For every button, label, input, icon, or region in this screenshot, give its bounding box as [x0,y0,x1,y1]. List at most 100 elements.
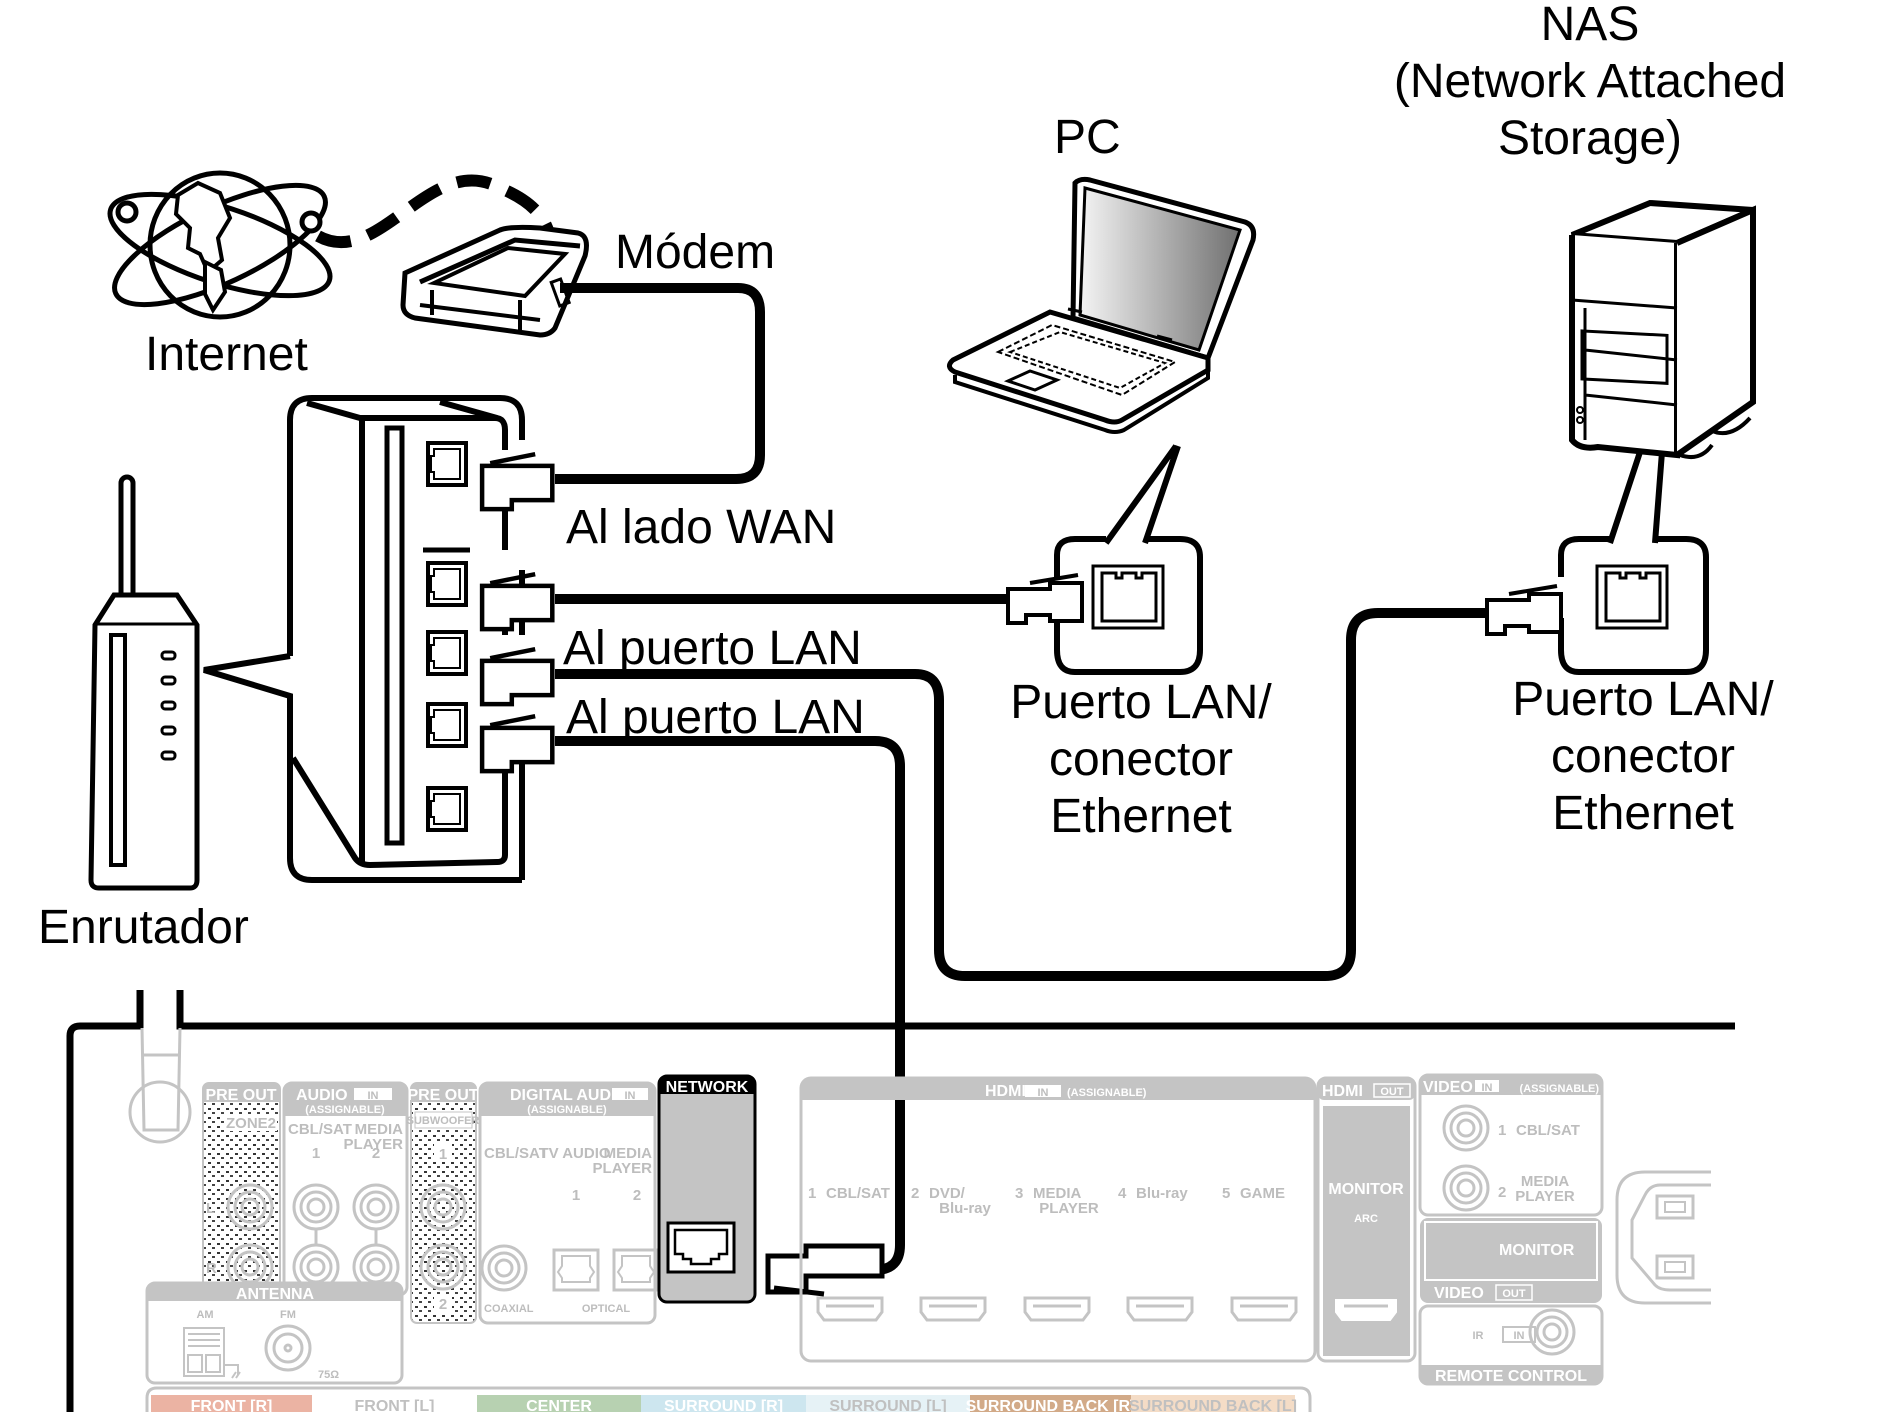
hdmi-input-number: 4 [1118,1185,1127,1202]
subwoofer-1-label: 1 [439,1146,447,1163]
am-label: AM [196,1309,213,1321]
hdmi-input-label: DVD/ [929,1185,966,1202]
audio-in-badge: IN [368,1090,379,1102]
coaxial-jack-icon [480,1244,528,1292]
audio-player-label: PLAYER [344,1136,404,1153]
nas-server-icon [1569,199,1756,459]
speaker-terminal-label: FRONT [L] [312,1395,477,1412]
lan-port-label-2: Al puerto LAN [566,691,865,744]
hdmi-input-label: GAME [1240,1185,1285,1202]
router-lan-port-icon [426,702,468,748]
hdmi-port-icon [919,1296,987,1322]
subwoofer-pre-out-label: PRE OUT [407,1087,478,1104]
audio-in-block: AUDIO IN (ASSIGNABLE) CBL/SAT MEDIA PLAY… [282,1081,409,1297]
audio-label: AUDIO [296,1087,348,1104]
antenna-label: ANTENNA [236,1286,315,1303]
digital-audio-in-block: DIGITAL AUDIO IN (ASSIGNABLE) CBL/SAT TV… [478,1081,660,1325]
coaxial-label: COAXIAL [484,1303,534,1315]
hdmi-input-number: 3 [1015,1185,1023,1202]
digital-cblsat-label: CBL/SAT [484,1145,548,1162]
pc-port-label-line1: Puerto LAN/ [1010,676,1272,729]
hdmi-input-number: 2 [911,1185,919,1202]
zone2-l-label: L [206,1200,215,1217]
audio-cblsat-label: CBL/SAT [288,1121,352,1138]
router-label: Enrutador [38,901,249,954]
hdmi-in-label: HDMI [985,1083,1026,1100]
rj45-plug-icon [479,713,555,774]
pre-out-subwoofer-block: PRE OUT SUBWOOFER 1 2 [407,1082,480,1324]
pre-out-zone2-block: PRE OUT ZONE2 L R [202,1082,281,1296]
router-icon [88,474,200,891]
rca-jack-icon [292,1183,340,1231]
rj45-plug-icon [1485,584,1563,636]
svg-text:SURROUND [L]: SURROUND [L] [829,1398,946,1412]
video-in-2-num: 2 [1498,1184,1506,1201]
router-lan-port-icon [426,630,468,676]
nas-label-line3: Storage) [1498,112,1682,165]
receiver-rear-panel: PRE OUT ZONE2 L R AUDIO IN (ASSIGNABLE) … [66,990,1735,1412]
video-out-block: MONITOR VIDEO OUT [1420,1218,1602,1303]
fm-ohm-label: 75Ω [318,1369,339,1381]
network-ethernet-port-icon[interactable] [673,1228,729,1266]
network-block[interactable]: NETWORK [657,1074,757,1304]
speaker-terminal-label: FRONT [R] [151,1395,312,1412]
router-ports [426,441,468,832]
digital-tvaudio-label: TV AUDIO [539,1145,610,1162]
nas-port-label-line3: Ethernet [1552,787,1733,840]
pc-port-label-line3: Ethernet [1050,790,1231,843]
pre-out-label: PRE OUT [205,1087,276,1104]
speaker-terminal-label: SURROUND BACK [L] [1129,1395,1297,1412]
internet-globe-icon [107,170,333,320]
pc-port-callout [1054,536,1203,675]
remote-control-label: REMOTE CONTROL [1435,1368,1587,1385]
subwoofer-label: SUBWOOFER [407,1115,480,1127]
hdmi-out-badge: OUT [1380,1086,1404,1098]
speaker-terminal-label: SURROUND [L] [806,1395,970,1412]
rca-jack-icon [419,1183,467,1231]
optical-port-icon [612,1248,660,1292]
wan-cable [555,283,765,484]
rca-jack-icon [352,1183,400,1231]
lan-cable-nas [555,608,1490,981]
nas-port-label-line1: Puerto LAN/ [1512,673,1774,726]
rj45-plug-icon [765,1243,885,1297]
video-in-badge: IN [1482,1082,1493,1094]
pc-port-label-line2: conector [1049,733,1233,786]
svg-text:FRONT [R]: FRONT [R] [191,1398,273,1412]
wan-side-label: Al lado WAN [566,501,836,554]
internet-label: Internet [145,328,308,381]
pc-callout-pointer [1103,444,1181,545]
svg-text:CENTER: CENTER [526,1398,592,1412]
ac-inlet-icon [1615,1170,1711,1305]
digital-media-label: MEDIA [604,1145,653,1162]
hdmi-input-label-line2: Blu-ray [939,1200,991,1217]
rj45-plug-icon [479,451,555,512]
audio-input-2-num: 2 [372,1145,380,1162]
rj45-plug-icon [479,571,555,632]
svg-text:FRONT [L]: FRONT [L] [355,1398,435,1412]
hdmi-input-label: CBL/SAT [826,1185,890,1202]
hdmi-assignable-label: (ASSIGNABLE) [1067,1087,1147,1099]
zone2-label: ZONE2 [226,1115,276,1132]
router-lan-port-icon [426,561,468,607]
nas-port-label-line2: conector [1551,730,1735,783]
lan-port-label-1: Al puerto LAN [563,622,862,675]
hdmi-out-block: HDMI OUT MONITOR ARC [1316,1076,1417,1363]
subwoofer-2-label: 2 [439,1296,447,1313]
hdmi-in-badge: IN [1038,1087,1049,1099]
hdmi-monitor-label: MONITOR [1328,1181,1404,1198]
antenna-block: ANTENNA AM FM 75Ω [145,1281,404,1385]
ir-in-badge: IN [1514,1330,1525,1342]
hdmi-arc-label: ARC [1354,1213,1378,1225]
nas-callout-pointer [1607,451,1665,544]
speaker-terminal-label: CENTER [477,1395,641,1412]
hdmi-port-icon [1230,1296,1298,1322]
rca-jack-icon [1442,1164,1490,1212]
digital-assignable-label: (ASSIGNABLE) [527,1104,607,1116]
audio-input-1-num: 1 [312,1145,320,1162]
fm-connector-icon [264,1324,312,1372]
